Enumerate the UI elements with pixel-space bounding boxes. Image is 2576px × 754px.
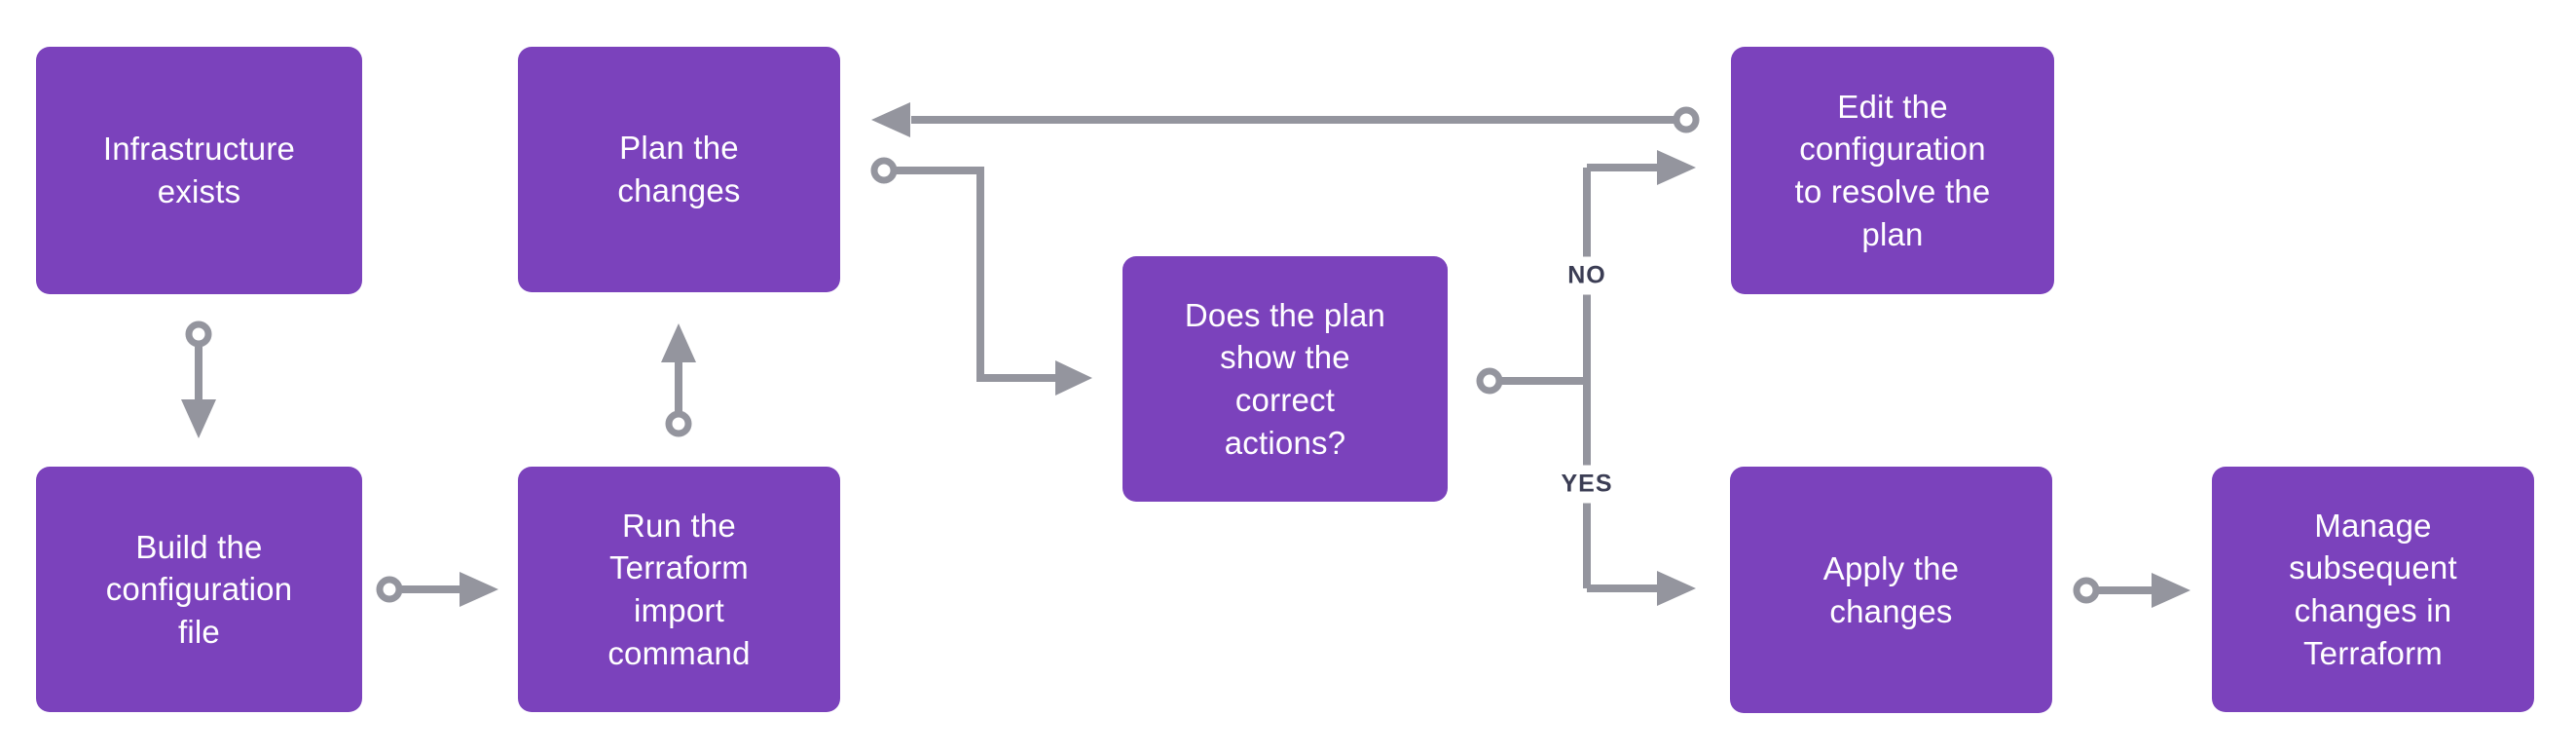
connector-run-to-plan — [661, 323, 696, 437]
node-label: Edit the configuration to resolve the pl… — [1794, 88, 1991, 252]
node-plan-the-changes: Plan the changes — [518, 47, 840, 292]
node-edit-configuration-resolve-plan: Edit the configuration to resolve the pl… — [1731, 47, 2054, 294]
arrow-head-icon — [1657, 150, 1696, 185]
node-apply-the-changes: Apply the changes — [1730, 467, 2052, 713]
connector-build-to-run — [376, 572, 498, 607]
node-label: Run the Terraform import command — [607, 507, 751, 671]
connector-origin-dot — [2073, 577, 2100, 604]
branch-label-yes: YES — [1558, 465, 1616, 504]
node-label: Manage subsequent changes in Terraform — [2289, 507, 2457, 671]
connector-apply-to-manage — [2073, 573, 2190, 608]
connector-infrastructure-to-build — [181, 320, 216, 438]
node-label: Build the configuration file — [105, 528, 293, 650]
node-label: Apply the changes — [1822, 549, 1960, 629]
connector-decision-branch — [1476, 150, 1696, 606]
arrow-head-icon — [2152, 573, 2190, 608]
connector-origin-dot — [870, 157, 898, 184]
connector-origin-dot — [376, 576, 403, 603]
arrow-head-icon — [871, 102, 910, 137]
branch-label-no: NO — [1564, 256, 1609, 295]
connector-origin-dot — [1673, 106, 1700, 133]
node-build-configuration-file: Build the configuration file — [36, 467, 362, 712]
node-infrastructure-exists: Infrastructure exists — [36, 47, 362, 294]
connector-plan-to-decision — [870, 157, 1092, 396]
arrow-head-icon — [181, 399, 216, 438]
arrow-head-icon — [460, 572, 498, 607]
arrow-head-icon — [1657, 571, 1696, 606]
connector-origin-dot — [185, 320, 212, 348]
node-run-terraform-import-command: Run the Terraform import command — [518, 467, 840, 712]
arrow-head-icon — [1055, 360, 1092, 396]
node-label: Does the plan show the correct actions? — [1184, 296, 1386, 461]
node-manage-subsequent-changes: Manage subsequent changes in Terraform — [2212, 467, 2534, 712]
arrow-head-icon — [661, 323, 696, 362]
node-label: Infrastructure exists — [102, 131, 296, 209]
connector-origin-dot — [1476, 367, 1503, 395]
node-does-plan-show-correct-actions: Does the plan show the correct actions? — [1122, 256, 1448, 502]
connector-origin-dot — [665, 410, 692, 437]
node-label: Plan the changes — [617, 130, 741, 208]
connector-edit-to-plan-feedback — [871, 102, 1700, 137]
